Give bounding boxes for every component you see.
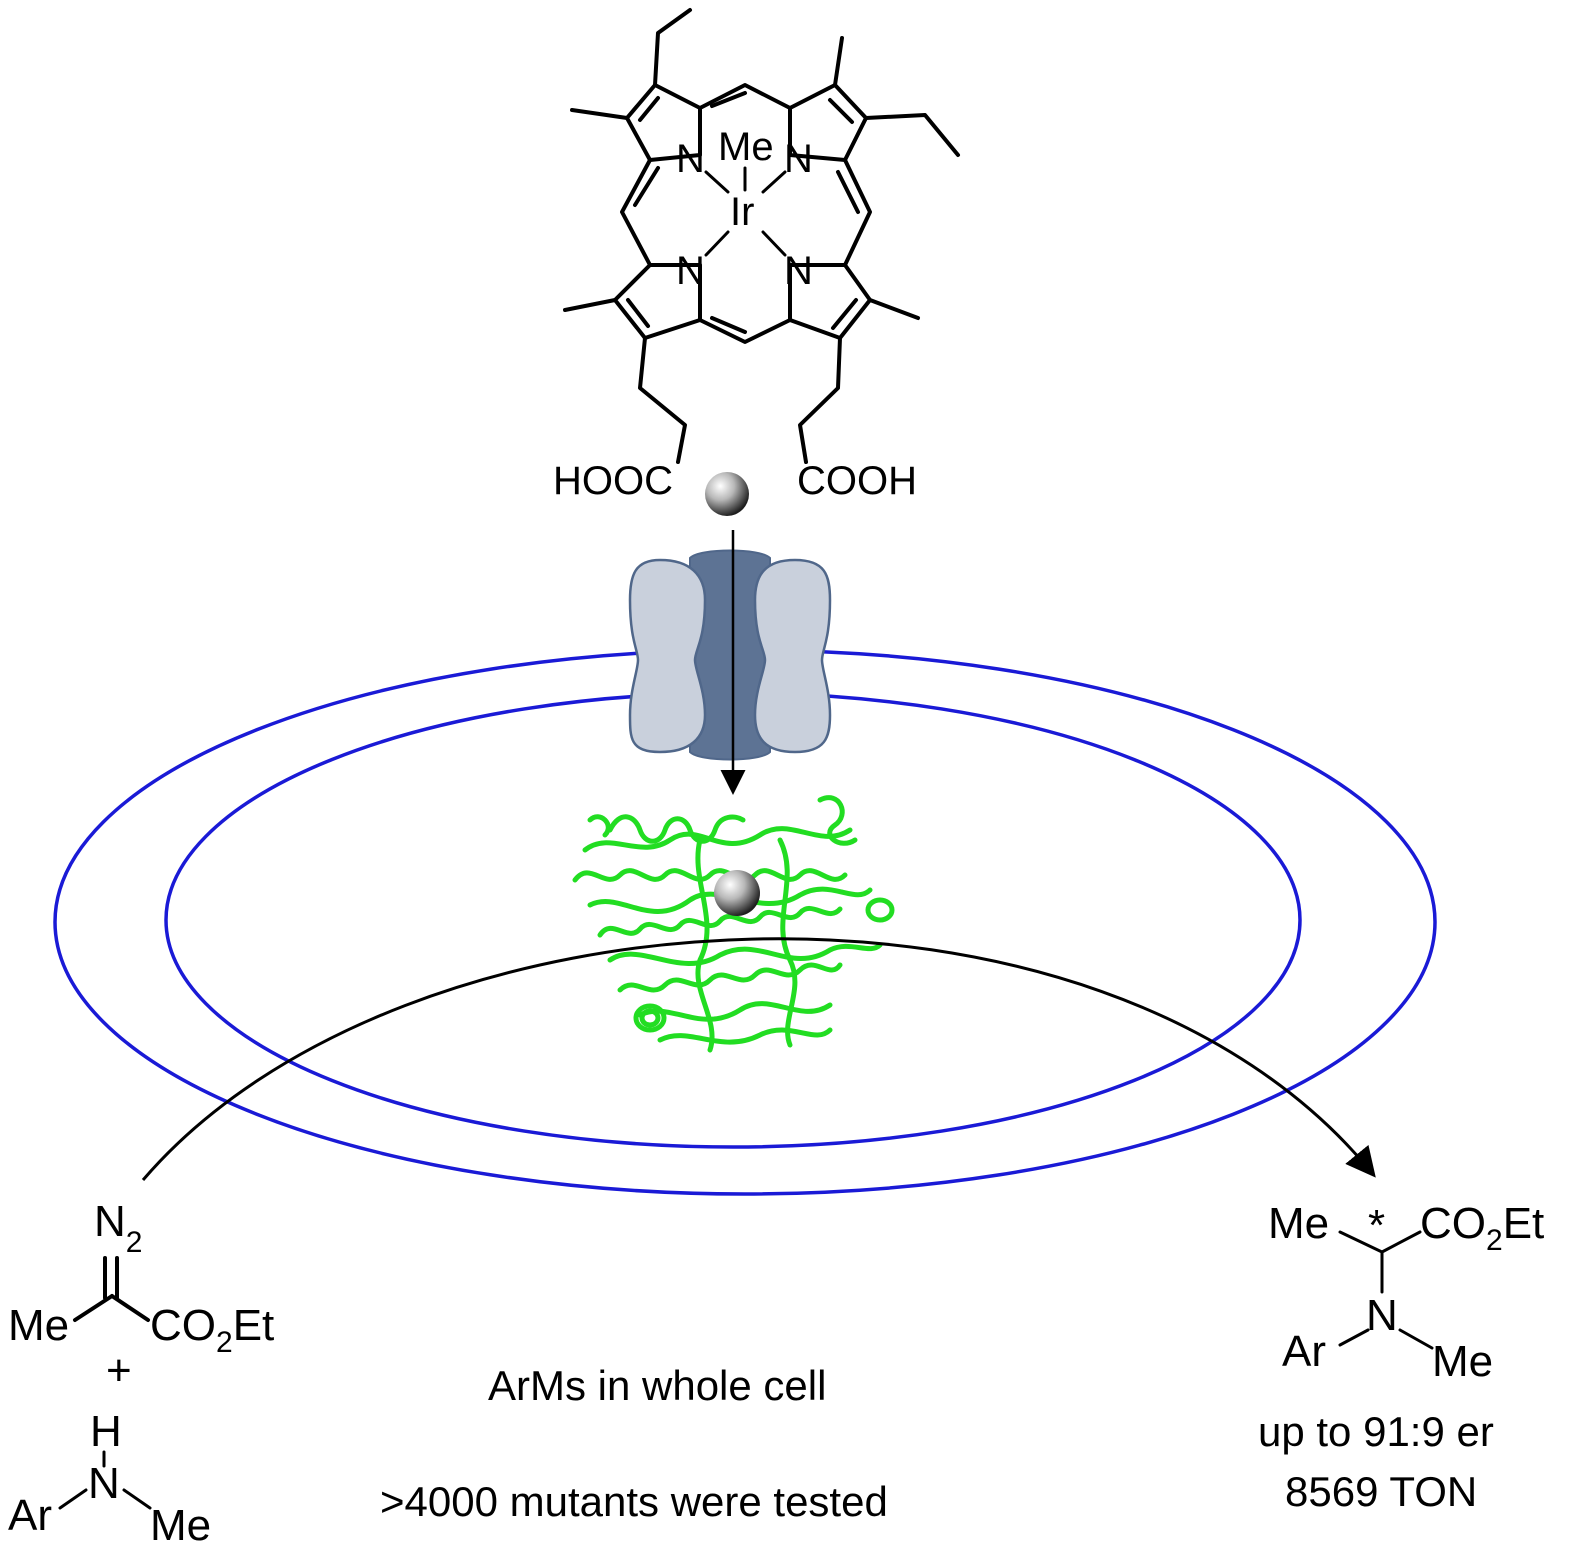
cofactor-sphere-protein	[714, 870, 760, 916]
channel-core	[689, 549, 771, 761]
protein-ribbon	[572, 795, 895, 1053]
diazo-me-label: Me	[8, 1301, 69, 1350]
product-n-me-label: Me	[1432, 1337, 1493, 1386]
channel-left-lobe	[628, 558, 707, 754]
product-me-label: Me	[1268, 1199, 1329, 1248]
amine-me-label: Me	[150, 1501, 211, 1544]
nitrogen-label-tl: N	[676, 137, 705, 181]
plus-sign: +	[106, 1346, 132, 1395]
stereocenter-label: *	[1368, 1201, 1385, 1250]
turnover-number: 8569 TON	[1285, 1468, 1477, 1515]
nitrogen-label-bl: N	[676, 249, 705, 293]
channel-right-lobe	[753, 558, 832, 754]
cofactor-sphere-top	[705, 472, 749, 516]
iridium-porphyrin: Me Ir N N N N HOOC COOH	[553, 8, 960, 503]
left-acid-label: HOOC	[553, 459, 673, 503]
enantiomeric-ratio: up to 91:9 er	[1258, 1408, 1494, 1455]
metal-label: Ir	[730, 190, 754, 234]
amine-h-label: H	[90, 1407, 122, 1456]
reactants: N2 Me CO2Et + H N Ar Me	[8, 1197, 274, 1544]
diazo-n2-label: N2	[94, 1197, 142, 1259]
product: Me * CO2Et N Ar Me up to 91:9 er 8569 TO…	[1258, 1199, 1544, 1515]
right-acid-label: COOH	[797, 459, 917, 503]
nitrogen-label-tr: N	[784, 137, 813, 181]
amine-ar-label: Ar	[8, 1491, 52, 1540]
product-n-label: N	[1366, 1291, 1398, 1340]
nitrogen-label-br: N	[784, 249, 813, 293]
mutants-caption: >4000 mutants were tested	[380, 1478, 888, 1525]
axial-me-label: Me	[718, 125, 774, 169]
amine-n-label: N	[88, 1459, 120, 1508]
product-ar-label: Ar	[1282, 1327, 1326, 1376]
reaction-arc-arrow	[141, 937, 1376, 1181]
product-ester-label: CO2Et	[1420, 1199, 1544, 1257]
whole-cell-caption: ArMs in whole cell	[488, 1362, 826, 1409]
membrane-channel	[628, 549, 832, 761]
diazo-ester-label: CO2Et	[150, 1301, 274, 1359]
